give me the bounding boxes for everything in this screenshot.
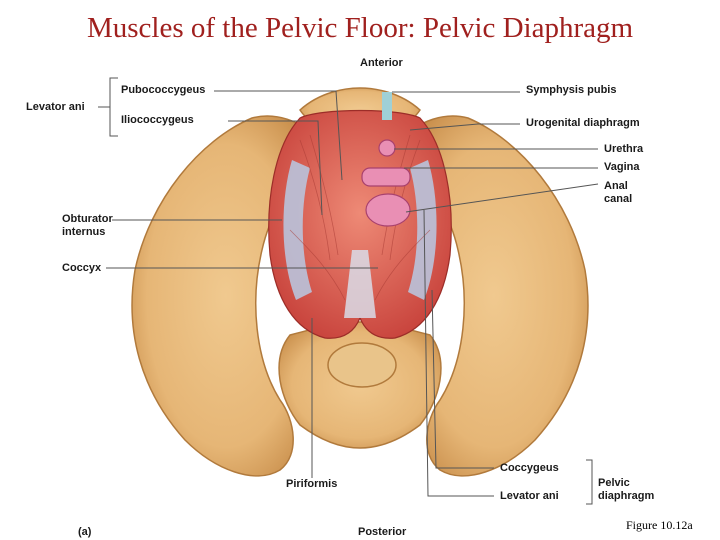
pubococcygeus-label: Pubococcygeus xyxy=(121,84,206,96)
obturator-internus-label-1: Obturator xyxy=(62,213,113,225)
coccyx-label: Coccyx xyxy=(62,262,102,274)
coccygeus-label: Coccygeus xyxy=(500,462,559,474)
page-title: Muscles of the Pelvic Floor: Pelvic Diap… xyxy=(86,12,634,44)
pelvic-diaphragm-label-1: Pelvic xyxy=(598,477,630,489)
levator-ani-bottom-label: Levator ani xyxy=(500,490,559,502)
leader-lines xyxy=(98,77,599,505)
urogenital-diaphragm-label: Urogenital diaphragm xyxy=(526,117,640,129)
pelvic-floor-muscles xyxy=(268,109,452,339)
muscle-fibers xyxy=(289,134,431,301)
vagina xyxy=(361,167,411,187)
anal-canal-label-2: canal xyxy=(604,193,633,205)
coccyx-raphe xyxy=(344,250,376,318)
urethra-label: Urethra xyxy=(604,143,644,155)
anterior-label: Anterior xyxy=(360,57,403,69)
sacral-canal xyxy=(327,342,397,388)
symphysis-pubis-label: Symphysis pubis xyxy=(526,84,617,96)
obturator-internus-label-2: internus xyxy=(62,226,106,238)
anal-canal-label-1: Anal xyxy=(604,180,628,192)
posterior-label: Posterior xyxy=(358,526,407,538)
urethra xyxy=(378,139,396,157)
iliococcygeus-label: Iliococcygeus xyxy=(121,114,194,126)
vagina-label: Vagina xyxy=(604,161,640,173)
anal-canal xyxy=(365,193,411,227)
right-obturator-fascia xyxy=(408,160,437,300)
levator-ani-label: Levator ani xyxy=(26,101,85,113)
left-obturator-fascia xyxy=(283,160,312,300)
panel-label: (a) xyxy=(78,526,92,538)
piriformis-label: Piriformis xyxy=(286,478,338,490)
symphysis-pubis xyxy=(382,92,392,120)
pelvic-diaphragm-label-2: diaphragm xyxy=(598,490,655,502)
figure-number: Figure 10.12a xyxy=(626,518,693,532)
